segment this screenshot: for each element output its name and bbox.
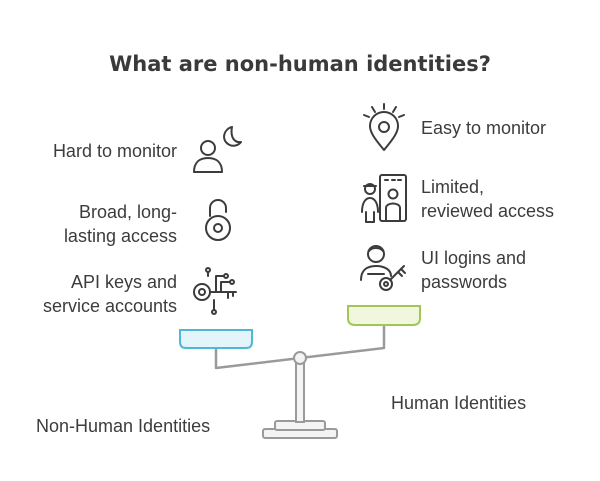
user-key-icon [360,245,406,291]
scale-structure [214,324,386,439]
left-scale-pan [179,329,253,349]
human-identities-label: Human Identities [391,393,527,413]
badge-door-icon [361,174,407,223]
non-human-item-3-label: API keys and service accounts [42,272,177,316]
human-item-3-label: UI logins and passwords [421,248,527,292]
page-title: What are non-human identities? [109,52,491,76]
right-scale-pan [347,305,421,326]
non-human-item-1-label: Hard to monitor [52,141,177,161]
circuit-key-icon [193,267,237,315]
location-pin-icon [363,103,405,151]
non-human-item-2-label: Broad, long- lasting access [63,202,177,246]
padlock-open-icon [205,199,231,241]
person-moon-icon [193,126,242,173]
non-human-identities-label: Non-Human Identities [36,416,211,436]
human-item-2-label: Limited, reviewed access [421,177,555,221]
human-item-1-label: Easy to monitor [421,118,547,138]
